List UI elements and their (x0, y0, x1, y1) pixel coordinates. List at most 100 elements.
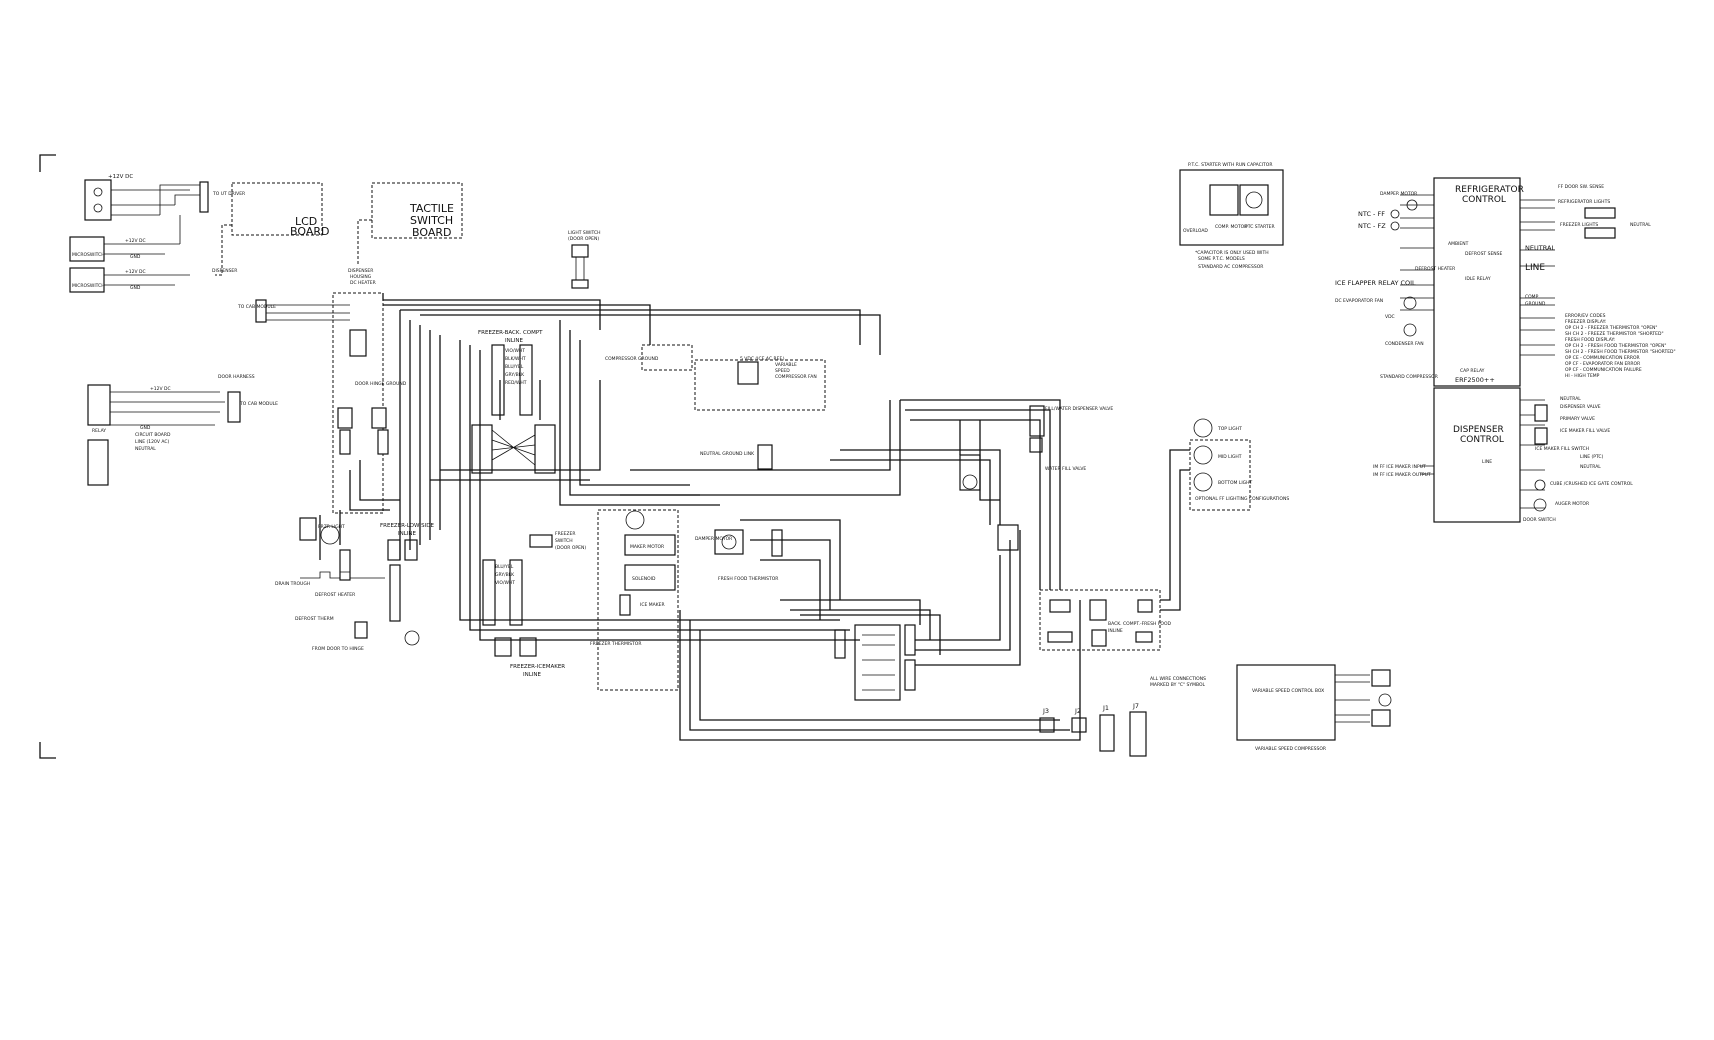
ref-control-title-2: CONTROL (1462, 195, 1506, 205)
ptc-label-starter: PTC STARTER (1245, 224, 1275, 230)
microswitch-label-2: MICROSWITCH (72, 283, 105, 289)
freezer-back-sub: INLINE (505, 338, 524, 344)
ice-wire-label-3: VIO/WHT (495, 580, 515, 586)
lcd-title-2: BOARD (290, 225, 329, 238)
door-switch-label: DOOR SWITCH (1523, 517, 1556, 523)
compressor-ground: COMPRESSOR GROUND (605, 344, 693, 371)
damper-motor-label: DAMPER MOTOR (695, 536, 732, 542)
ground-label: GROUND (1525, 301, 1546, 307)
dispenser-housing-label-2b: HOUSING (350, 274, 372, 280)
defrost-therm-label: DEFROST THERM (295, 616, 334, 622)
ice-wire-label-1: BLU/YEL (495, 564, 514, 570)
vs-fan-label-2: SPEED (775, 368, 790, 374)
disp-control-title-2: CONTROL (1460, 435, 1504, 445)
ntc-fz-label: NTC - FZ (1358, 222, 1386, 230)
disp-control-title: DISPENSER (1453, 425, 1504, 435)
standard-compressor-label: STANDARD COMPRESSOR (1380, 374, 1438, 380)
to-cab-module-label: TO CAB MODULE (239, 401, 278, 407)
ice-fill-switch-label: ICE MAKER FILL SWITCH (1535, 446, 1589, 452)
error-row-1: OP CH 2 - FREEZER THERMISTOR "OPEN" (1565, 325, 1658, 331)
ref-lights-label: REFRIGERATOR LIGHTS (1558, 199, 1610, 205)
light-switch: LIGHT SWITCH (DOOR OPEN) (568, 230, 601, 289)
dispenser-housing-label-2: DISPENSER (348, 268, 373, 274)
vs-control-label: VARIABLE SPEED CONTROL BOX (1252, 688, 1324, 694)
freezer-switch: FREEZER SWITCH (DOOR OPEN) (529, 531, 586, 551)
erf-label: ERF2500++ (1455, 376, 1495, 384)
freezer-light-label: FRZR LIGHT (318, 524, 345, 530)
vdc-label: 5 VDC (ICE AC REF.) (740, 356, 785, 362)
ref-neutral-label-2: NEUTRAL (1525, 244, 1555, 252)
dc-evap-fan-label: DC EVAPORATOR FAN (1335, 298, 1383, 304)
ambient-label: AMBIENT (1448, 241, 1469, 247)
defrost-sense-label: DEFROST SENSE (1465, 251, 1503, 257)
freezer-icemaker-inline: BLU/YEL GRY/BLK VIO/WHT FREEZER-ICEMAKER… (482, 559, 565, 678)
mid-light-label: MID LIGHT (1218, 454, 1242, 460)
error-row-7: OP CF - COMMUNICATION FAILURE (1565, 367, 1642, 373)
ice-maker-box: MAKER MOTOR SOLENOID ICE MAKER FREEZER T… (590, 509, 679, 691)
back-compt-fresh-inline: BACK. COMPT.-FRESH FOOD INLINE ALL WIRE … (1039, 589, 1206, 688)
neutral-label: NEUTRAL (135, 446, 156, 452)
optional-light-label: OPTIONAL FF LIGHTING CONFIGURATIONS (1195, 496, 1289, 502)
icemaker-sub: INLINE (523, 672, 542, 678)
freezer-back-title: FREEZER-BACK. COMPT (478, 330, 543, 336)
ntc-ff-label: NTC - FF (1358, 210, 1385, 218)
dispenser-labels: NEUTRAL DISPENSER VALVE PRIMARY VALVE IC… (1373, 396, 1633, 523)
bottom-light-label: BOTTOM LIGHT (1218, 480, 1253, 486)
damper-motor: DAMPER MOTOR FRESH FOOD THERMISTOR (695, 529, 783, 582)
crop-marks (39, 154, 56, 759)
connector-j2: J2 (1074, 707, 1081, 715)
disp-neutral-label: NEUTRAL (1560, 396, 1581, 402)
ptc-note-3: STANDARD AC COMPRESSOR (1198, 264, 1263, 270)
ice-maker-label: ICE MAKER (640, 602, 665, 608)
lcd-area: +12V DC TO UT DRIVER MICROSWITCH +12V DC… (69, 174, 329, 293)
disp-line-label: LINE (1482, 459, 1492, 465)
line-120-label: LINE (120V AC) (135, 439, 169, 445)
vs-fan-label-3: COMPRESSOR FAN (775, 374, 817, 380)
top-light-label: TOP LIGHT (1217, 426, 1242, 432)
back-fresh-label: BACK. COMPT.-FRESH FOOD (1108, 621, 1171, 627)
connector-j3: J3 (1042, 707, 1049, 715)
idle-relay-label: IDLE RELAY (1465, 276, 1491, 282)
error-row-5: OP CE - COMMUNICATION ERROR (1565, 355, 1640, 361)
im-input-label: IM FF ICE MAKER INPUT (1373, 464, 1426, 470)
primary-valve-label: PRIMARY VALVE (1560, 416, 1595, 422)
drain-trough-label: DRAIN TROUGH (275, 581, 310, 587)
defrost-heater-label: DEFROST HEATER (315, 592, 355, 598)
ptc-note-1: *CAPACITOR IS ONLY USED WITH (1195, 250, 1269, 256)
freezer-display-label: FREEZER DISPLAY: (1565, 319, 1606, 325)
error-codes: ERROR/EV CODES FREEZER DISPLAY: OP CH 2 … (1565, 313, 1676, 379)
ref-neutral-label: NEUTRAL (1630, 222, 1651, 228)
error-row-3: OP CH 2 - FRESH FOOD THERMISTOR "OPEN" (1565, 343, 1666, 349)
error-row-8: HI - HIGH TEMP (1565, 373, 1600, 379)
ff-door-sw-label: FF DOOR SW. SENSE (1558, 184, 1604, 190)
relay-label: RELAY (92, 428, 106, 434)
ref-control-title: REFRIGERATOR (1455, 185, 1524, 195)
valves: FILL/WATER DISPENSER VALVE WATER FILL VA… (959, 405, 1113, 551)
freezer-switch-label: FREEZER (555, 531, 575, 537)
back-fresh-label-2: INLINE (1108, 628, 1123, 634)
connectors: J3 J2 J1 J7 (1039, 702, 1147, 757)
wire-color-label-2: BLK/WHT (505, 356, 526, 362)
error-row-4: SH CH 2 - FRESH FOOD THERMISTOR "SHORTED… (1565, 349, 1676, 355)
wire-color-label-3: BLU/YEL (505, 364, 524, 370)
vs-fan-label: VARIABLE (775, 362, 797, 368)
auger-motor-label: AUGER MOTOR (1555, 501, 1589, 507)
ptc-label-comp: COMP. MOTOR (1215, 224, 1247, 230)
refrigerator-control: REFRIGERATOR CONTROL ERF2500++ DISPENSER… (1335, 177, 1651, 523)
freezer-back-compt-inline: FREEZER-BACK. COMPT INLINE VIO/WHT BLK/W… (471, 330, 556, 474)
tactile-switch-board: TACTILE SWITCH BOARD DISPENSER HOUSING D… (348, 182, 463, 286)
compressor-ground-label: COMPRESSOR GROUND (605, 356, 659, 362)
ptc-label-overload: OVERLOAD (1183, 228, 1208, 234)
to-ut-driver-label: TO UT DRIVER (212, 191, 245, 197)
maker-motor-label: MAKER MOTOR (630, 544, 664, 550)
lcd-title: LCD (295, 215, 317, 228)
freezer-low-title: FREEZER-LOW SIDE (380, 523, 434, 529)
solenoid-label: SOLENOID (632, 576, 656, 582)
plus12dc-label: +12V DC (108, 174, 133, 180)
fresh-display-label: FRESH FOOD DISPLAY: (1565, 337, 1615, 343)
relay-area: RELAY +12V DC GND CIRCUIT BOARD LINE (12… (87, 374, 278, 486)
plus12dc-label-4: +12V DC (150, 386, 171, 392)
im-output-label: IM FF ICE MAKER OUTPUT (1373, 472, 1431, 478)
wire-bundles (319, 293, 1190, 741)
cap-relay-label: CAP RELAY (1460, 368, 1485, 374)
